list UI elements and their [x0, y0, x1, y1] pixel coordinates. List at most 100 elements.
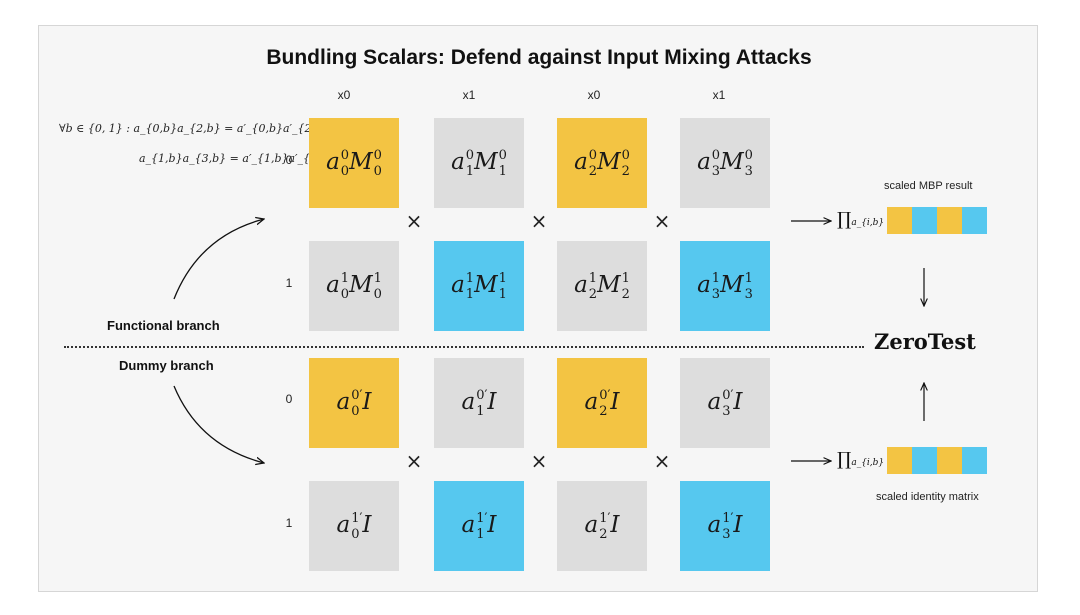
term-suffix: I [487, 388, 497, 415]
product-subscript: a_{i,b} [851, 218, 885, 228]
term-suffix: M [597, 148, 621, 175]
column-header: x0 [587, 88, 601, 102]
term-base: a [574, 271, 588, 298]
row-label: 1 [285, 516, 293, 530]
times-symbol: × [530, 449, 548, 473]
product-symbol-top: ∏a_{i,b} [837, 209, 884, 230]
functional-branch-label: Functional branch [107, 318, 220, 333]
term-suffix: I [610, 388, 620, 415]
term-suffix: M [349, 271, 373, 298]
term-sup: 1′ [599, 510, 611, 526]
term-sub: 2 [599, 403, 608, 419]
bar-segment [912, 207, 937, 234]
zerotest-label: ZeroTest [874, 329, 976, 354]
suffix-sup: 1 [498, 270, 507, 286]
suffix-sub: 3 [744, 163, 753, 179]
term-scripts: 0′0 [351, 389, 362, 418]
suffix-sub: 2 [621, 163, 630, 179]
term-scripts: 1′2 [599, 512, 610, 541]
suffix-sup: 1 [744, 270, 753, 286]
term-sup: 0 [340, 147, 350, 163]
term-base: a [451, 148, 465, 175]
product-sign: ∏ [837, 449, 852, 470]
term-scripts: 0′2 [599, 389, 610, 418]
term-sup: 0 [711, 147, 721, 163]
term-scripts: 1′1 [476, 512, 487, 541]
term-sup: 1 [588, 270, 598, 286]
term-sub: 3 [722, 526, 731, 542]
term-suffix: I [362, 511, 372, 538]
term-sup: 1 [340, 270, 350, 286]
bar-segment [912, 447, 937, 474]
diagram-frame: Bundling Scalars: Defend against Input M… [38, 25, 1038, 592]
suffix-sub: 1 [498, 286, 507, 302]
suffix-sup: 1 [621, 270, 630, 286]
arrows-layer [173, 26, 1039, 593]
term-sup: 1′ [476, 510, 488, 526]
term-suffix: I [733, 388, 743, 415]
term-sup: 1′ [722, 510, 734, 526]
product-symbol-bottom: ∏a_{i,b} [837, 449, 884, 470]
term-base: a [336, 388, 351, 415]
term-suffix: I [487, 511, 497, 538]
term-base: a [451, 271, 465, 298]
times-symbol: × [405, 449, 423, 473]
term-suffix: I [362, 388, 372, 415]
row-label: 0 [285, 153, 293, 167]
times-symbol: × [653, 449, 671, 473]
term-base: a [584, 511, 599, 538]
term-base: a [707, 511, 722, 538]
column-header: x1 [462, 88, 476, 102]
product-sign: ∏ [837, 209, 852, 230]
term-base: a [461, 388, 476, 415]
bar-segment [937, 207, 962, 234]
term-sub: 1 [465, 286, 475, 302]
term-suffix: M [474, 271, 498, 298]
term-sub: 2 [588, 163, 598, 179]
dummy-branch-label: Dummy branch [119, 358, 214, 373]
suffix-sub: 0 [373, 286, 382, 302]
term-base: a [584, 388, 599, 415]
term-sup: 0 [588, 147, 598, 163]
row-label: 1 [285, 276, 293, 290]
term-sup: 0′ [476, 387, 488, 403]
functional-curve-arrow [173, 219, 264, 300]
identity-matrix-label: scaled identity matrix [876, 491, 979, 503]
term-sub: 3 [722, 403, 731, 419]
bar-segment [962, 207, 987, 234]
term-base: a [461, 511, 476, 538]
dummy-curve-arrow [173, 385, 264, 463]
term-sub: 2 [599, 526, 608, 542]
column-header: x0 [337, 88, 351, 102]
bar-segment [887, 447, 912, 474]
bar-segment [887, 207, 912, 234]
